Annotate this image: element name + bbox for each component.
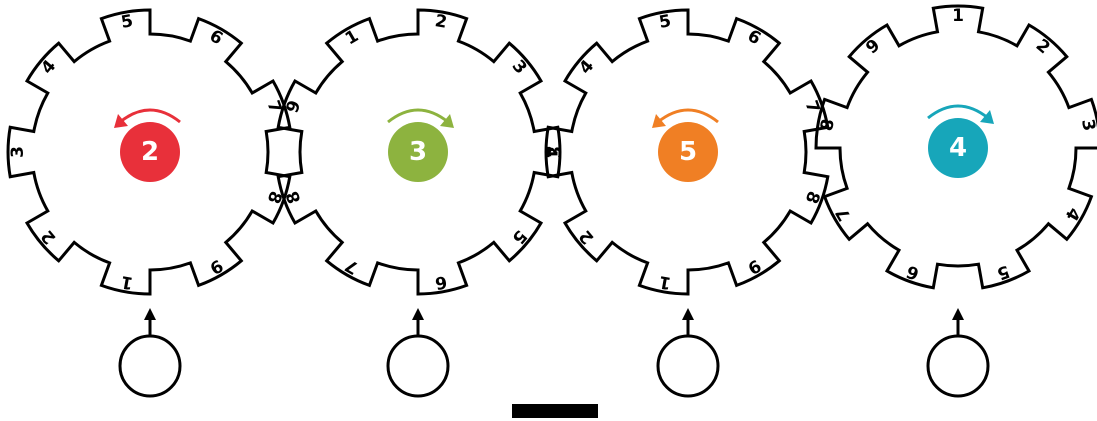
gear-outline [814, 4, 1097, 290]
tooth-number-label: 6 [206, 26, 226, 49]
tooth-number-label: 3 [1077, 118, 1097, 133]
rotation-badge [928, 118, 988, 178]
tooth-number-label: 7 [832, 204, 855, 224]
tooth-number-label: 3 [546, 146, 566, 158]
rotation-badge [120, 122, 180, 182]
rotation-steps-label: 3 [409, 137, 427, 167]
tooth-number-label: 6 [904, 261, 922, 284]
up-arrow-icon [412, 308, 424, 320]
tooth-number-label: 8 [801, 188, 824, 206]
up-arrow-icon [144, 308, 156, 320]
arrowhead-icon [440, 114, 454, 128]
tooth-number-label: 2 [433, 11, 448, 33]
tooth-number-label: 5 [120, 11, 135, 33]
tooth-number-label: 4 [1061, 204, 1084, 224]
tooth-number-label: 1 [952, 6, 964, 26]
gear-outline [544, 8, 830, 296]
gear-outline [6, 8, 292, 296]
tooth-number-label: 5 [658, 11, 673, 33]
tooth-number-label: 1 [658, 271, 673, 293]
answer-circle[interactable] [118, 334, 182, 398]
tooth-number-label: 1 [342, 26, 362, 49]
tooth-number-label: 8 [817, 118, 839, 133]
arrowhead-icon [114, 114, 128, 128]
separator-bar [512, 404, 598, 418]
tooth-number-label: 7 [342, 255, 362, 278]
tooth-number-label: 9 [206, 255, 226, 278]
up-arrow-icon [952, 308, 964, 320]
arrowhead-icon [652, 114, 666, 128]
counterclockwise-arrow-icon [657, 108, 719, 124]
rotation-badge [658, 122, 718, 182]
tooth-number-label: 3 [8, 146, 28, 158]
tooth-number-label: 5 [994, 261, 1012, 284]
answer-circle[interactable] [656, 334, 720, 398]
tooth-number-label: 9 [744, 255, 764, 278]
tooth-number-label: 6 [744, 26, 764, 49]
clockwise-arrow-icon [387, 108, 449, 124]
answer-circle[interactable] [926, 334, 990, 398]
answer-circle[interactable] [386, 334, 450, 398]
gear-outline [276, 8, 562, 296]
rotation-steps-label: 2 [141, 137, 159, 167]
counterclockwise-arrow-icon [119, 108, 181, 124]
clockwise-arrow-icon [927, 104, 989, 120]
arrowhead-icon [980, 110, 994, 124]
rotation-badge [388, 122, 448, 182]
tooth-number-label: 1 [120, 271, 135, 293]
rotation-steps-label: 5 [679, 137, 697, 167]
tooth-number-label: 6 [433, 271, 448, 293]
up-arrow-icon [682, 308, 694, 320]
rotation-steps-label: 4 [949, 133, 967, 163]
